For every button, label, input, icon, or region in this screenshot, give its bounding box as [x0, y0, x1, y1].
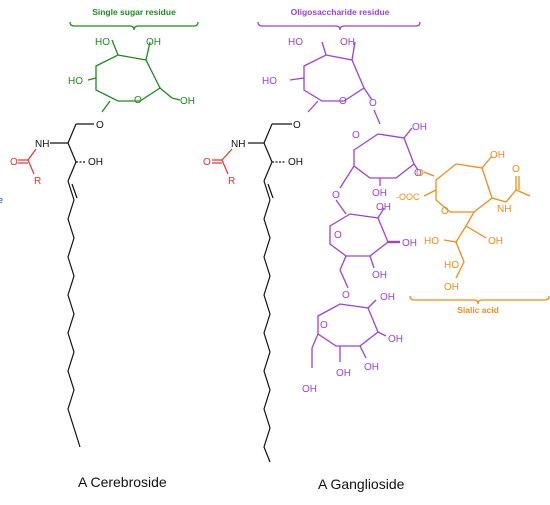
oh-label: OH — [146, 37, 161, 48]
oh-label: OH — [372, 270, 387, 281]
sialic-acid-label: Sialic acid — [457, 305, 499, 315]
carbonyl-oxygen-label: O — [512, 164, 520, 175]
ho-label: HO — [444, 260, 459, 271]
ring-oxygen-label: O — [134, 95, 142, 106]
nh-label: NH — [231, 139, 245, 150]
cerebroside-structure: Single sugar residue O HO OH HO OH O — [0, 7, 199, 448]
ganglioside-acyl-group — [212, 148, 233, 175]
ho-label: HO — [424, 236, 439, 247]
ganglioside-caption: A Ganglioside — [318, 476, 405, 492]
ganglioside-sugar-1 — [289, 41, 373, 113]
oh-label: OH — [364, 362, 379, 373]
carbonyl-oxygen-label: O — [10, 157, 18, 168]
oh-label: OH — [372, 188, 387, 199]
oh-label: OH — [402, 238, 417, 249]
single-sugar-bracket — [69, 21, 199, 31]
oligosaccharide-label: Oligosaccharide residue — [291, 7, 390, 17]
linker-oxygen-label: O — [414, 168, 422, 179]
glycosidic-oxygen-label: O — [293, 120, 301, 131]
oh-label: OH — [288, 157, 303, 168]
linker-oxygen-label: O — [416, 168, 424, 179]
r-group-label: R — [228, 176, 235, 187]
ho-label: HO — [95, 37, 110, 48]
sialic-acid-bracket — [409, 295, 550, 305]
linker-oxygen-label: O — [332, 190, 340, 201]
ring-oxygen-label: O — [352, 130, 360, 141]
oh-label: OH — [180, 96, 195, 107]
nh-label: NH — [35, 139, 49, 150]
oh-label: OH — [380, 292, 395, 303]
cerebroside-glucose-ring — [87, 39, 181, 102]
oh-label: OH — [444, 282, 459, 293]
oligosaccharide-bracket — [257, 21, 421, 31]
linker-oxygen-label: O — [369, 98, 377, 109]
ring-oxygen-label: O — [441, 206, 449, 217]
glycosidic-oxygen-label: O — [96, 120, 104, 131]
oh-label: OH — [488, 236, 503, 247]
acyl-group — [18, 148, 37, 175]
ho-label: HO — [288, 37, 303, 48]
cerebroside-caption: A Cerebroside — [78, 474, 167, 490]
oh-label: OH — [412, 122, 427, 133]
carbonyl-oxygen-label: O — [203, 157, 211, 168]
oh-label: OH — [88, 157, 103, 168]
sialic-acid-ring — [423, 155, 531, 279]
ceramide-backbone — [50, 123, 94, 448]
ganglioside-ceramide-backbone — [248, 123, 292, 463]
oh-label: OH — [490, 150, 505, 161]
nh-label: NH — [497, 204, 511, 215]
linker-oxygen-label: O — [342, 290, 350, 301]
ring-oxygen-label: O — [320, 320, 328, 331]
oh-label: OH — [340, 37, 355, 48]
oh-label: OH — [376, 202, 391, 213]
oh-label: OH — [388, 334, 403, 345]
ring-oxygen-label: O — [334, 230, 342, 241]
oh-label: OH — [336, 368, 351, 379]
ganglioside-sugar-3 — [329, 207, 400, 289]
single-sugar-label: Single sugar residue — [92, 7, 176, 17]
oh-label: OH — [302, 384, 317, 395]
carboxylate-label: -OOC — [396, 192, 420, 202]
ganglioside-structure: Oligosaccharide residue HO OH HO O O O O… — [203, 7, 550, 463]
ganglioside-sugar-4 — [311, 299, 387, 368]
ho-label: HO — [262, 76, 277, 87]
ring-oxygen-label: O — [339, 96, 347, 107]
edge-fragment: e — [0, 195, 3, 205]
r-group-label: R — [34, 176, 41, 187]
ho-label: HO — [68, 76, 83, 87]
ganglioside-sugar-2 — [339, 127, 419, 189]
